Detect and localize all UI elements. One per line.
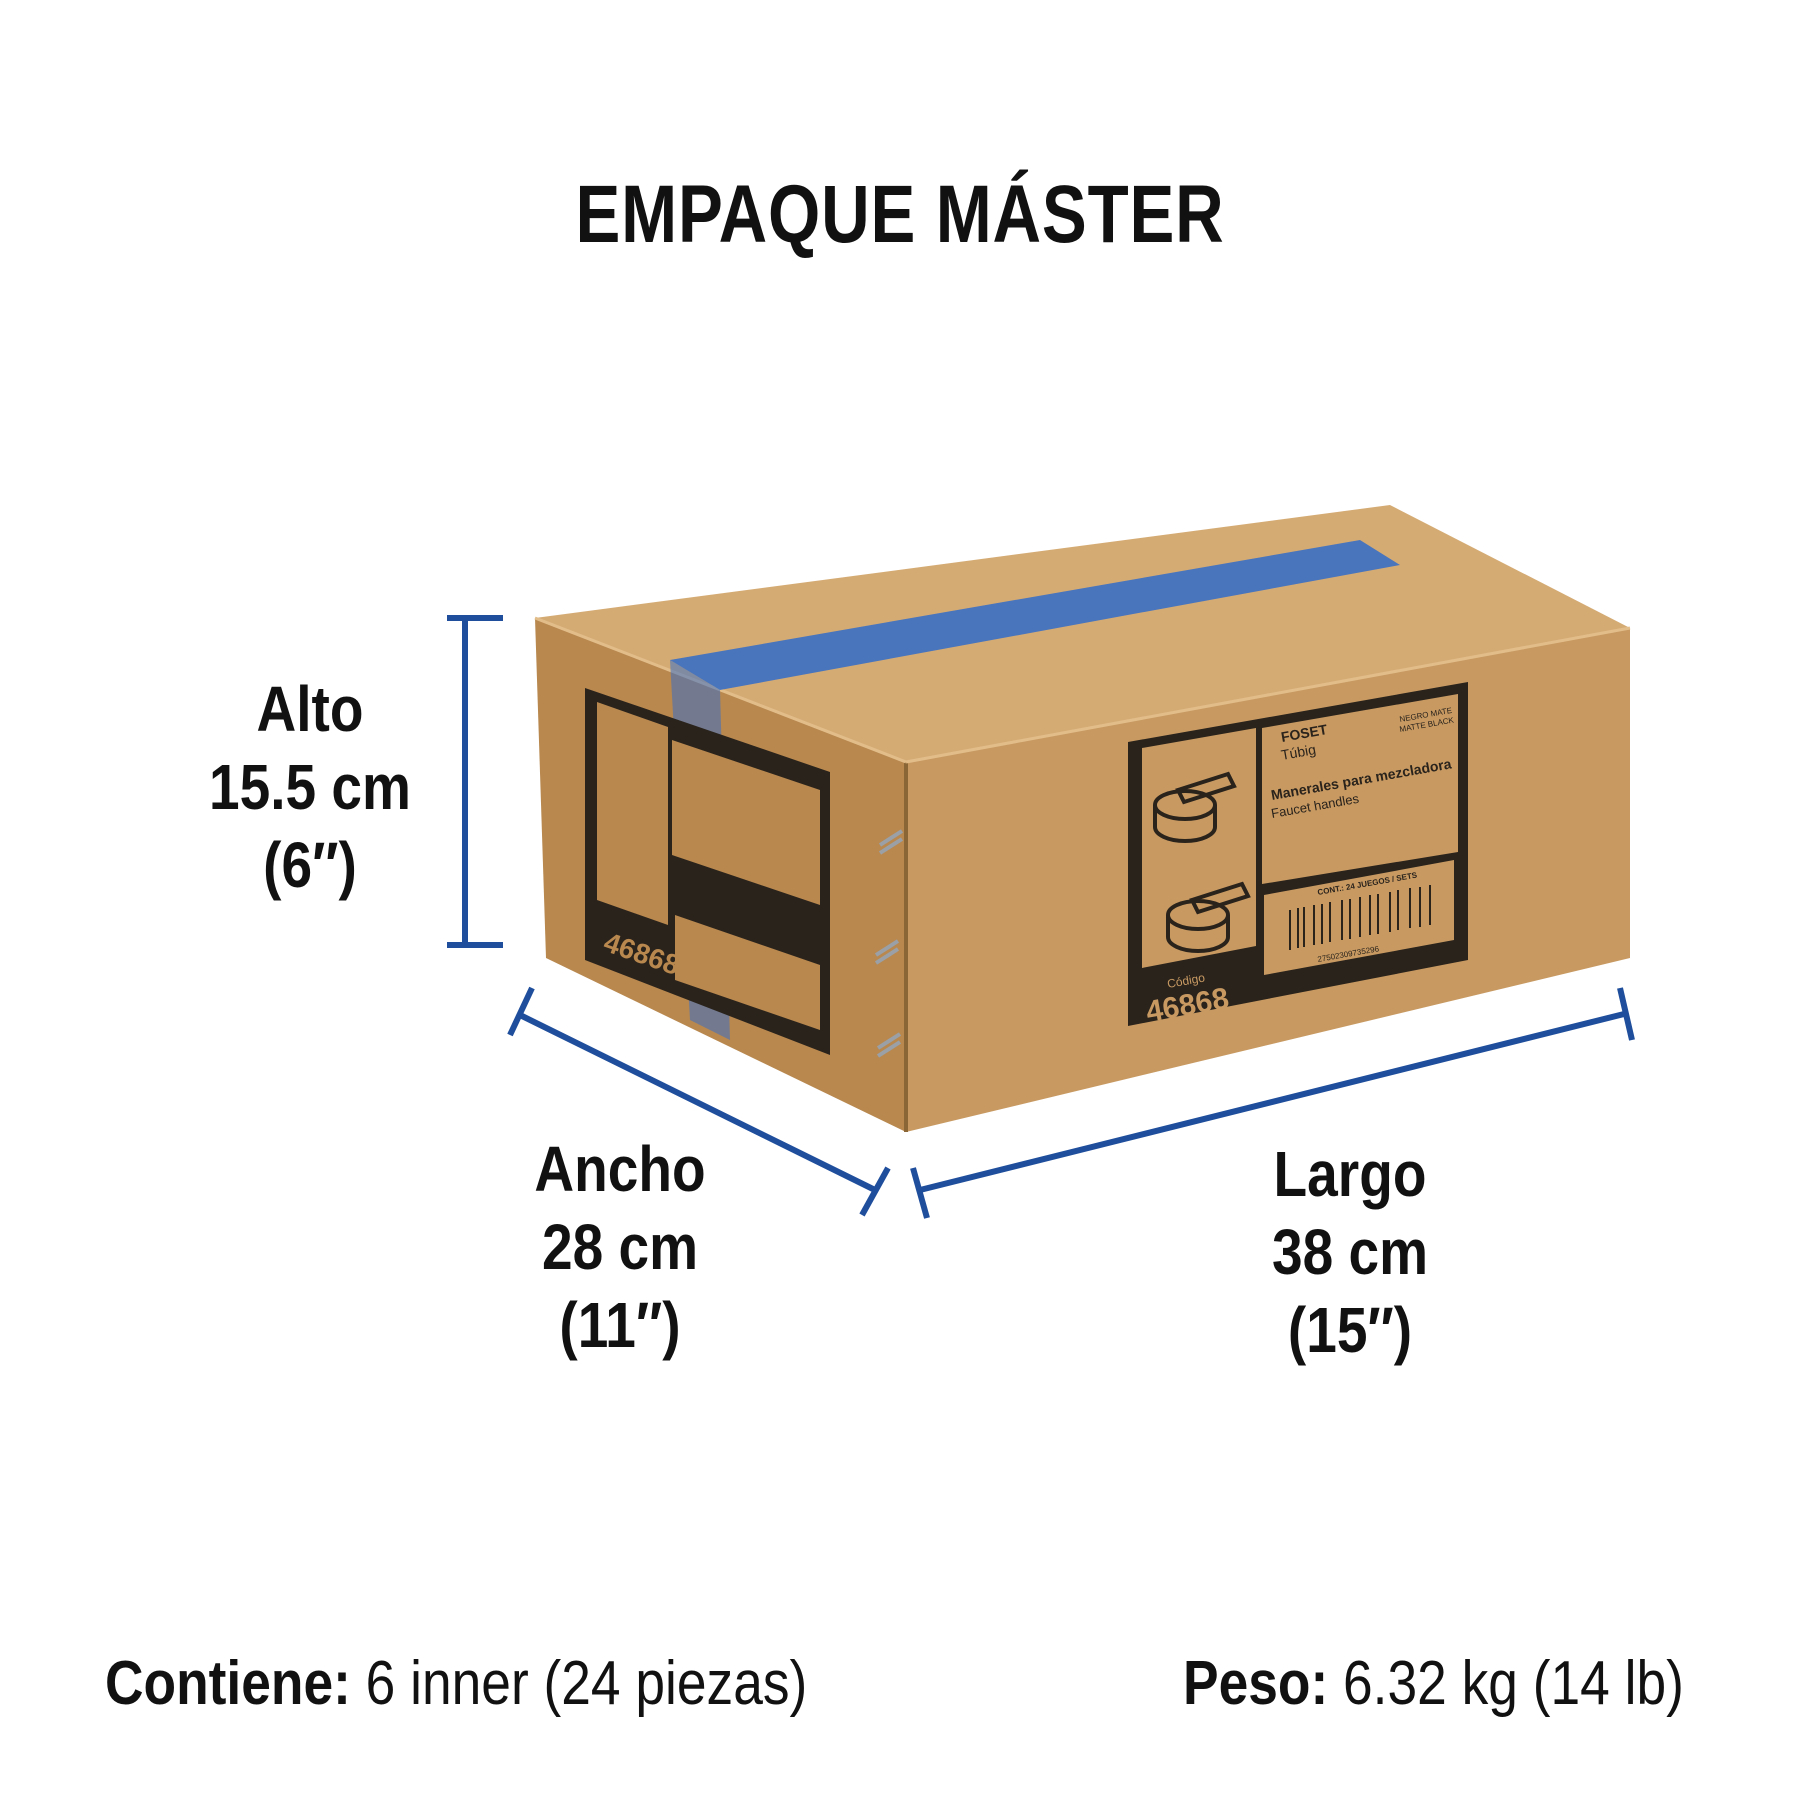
width-metric: 28 cm	[541, 1211, 699, 1284]
height-imperial: (6″)	[263, 829, 357, 902]
width-dimension: Ancho 28 cm (11″)	[491, 1130, 749, 1364]
contents-label: Contiene:	[105, 1649, 351, 1718]
width-imperial: (11″)	[559, 1289, 681, 1362]
height-metric: 15.5 cm	[209, 751, 411, 824]
height-dimension: Alto 15.5 cm (6″)	[181, 670, 439, 904]
contents-info: Contiene: 6 inner (24 piezas)	[105, 1648, 807, 1719]
weight-info: Peso: 6.32 kg (14 lb)	[1183, 1648, 1684, 1719]
height-label: Alto	[256, 673, 364, 745]
length-label: Largo	[1273, 1138, 1427, 1210]
label-sub-brand: Túbig	[1280, 741, 1317, 763]
length-dimension: Largo 38 cm (15″)	[1221, 1135, 1479, 1369]
faucet-handle-icon	[1153, 771, 1251, 953]
length-imperial: (15″)	[1287, 1294, 1413, 1367]
weight-label: Peso:	[1183, 1649, 1329, 1718]
width-dimension-line	[518, 1012, 877, 1193]
page-title: EMPAQUE MÁSTER	[575, 169, 1225, 260]
weight-value: 6.32 kg (14 lb)	[1343, 1649, 1684, 1718]
packing-tape	[670, 540, 1400, 690]
length-dimension-line	[919, 1010, 1629, 1193]
label-codigo-label: Código	[1166, 971, 1206, 991]
barcode	[1289, 885, 1431, 950]
label-clave-label: Clave:	[1265, 869, 1289, 882]
width-label: Ancho	[534, 1133, 706, 1205]
staples	[874, 829, 904, 1058]
box-side-label: 46868	[585, 688, 830, 1055]
dimension-lines	[447, 615, 1635, 1219]
box-front-label: FOSET Túbig NEGRO MATE MATTE BLACK Maner…	[1128, 682, 1468, 1029]
contents-value: 6 inner (24 piezas)	[365, 1649, 808, 1718]
length-metric: 38 cm	[1271, 1216, 1429, 1289]
